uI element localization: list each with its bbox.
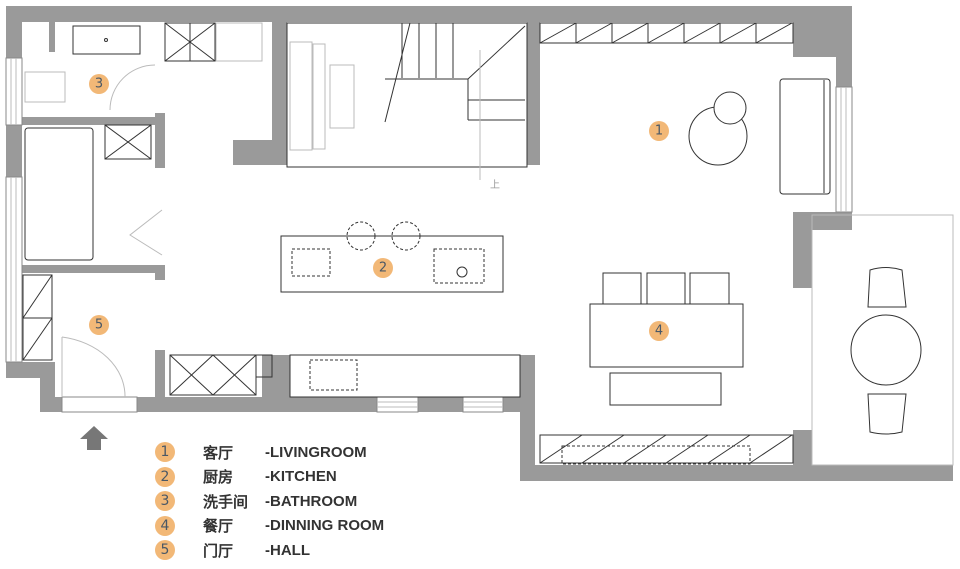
room-badge-4: 4: [649, 321, 669, 341]
kitchen-island: [280, 221, 504, 293]
bathroom-fixtures: [24, 22, 263, 261]
walls: [6, 6, 953, 481]
legend-name-en: -KITCHEN: [265, 468, 337, 486]
legend-name-cn: 客厅: [203, 443, 234, 462]
legend-item: 3 洗手间 -BATHROOM: [155, 489, 384, 514]
hall-fixtures: [22, 274, 521, 398]
legend-item: 4 餐厅 -DINNING ROOM: [155, 514, 384, 539]
legend-item: 1 客厅 -LIVINGROOM: [155, 440, 384, 465]
legend-item: 5 门厅 -HALL: [155, 538, 384, 563]
legend-name-en: -DINNING ROOM: [265, 517, 385, 535]
svg-text:2: 2: [379, 261, 387, 276]
legend-item: 2 厨房 -KITCHEN: [155, 465, 384, 490]
legend-badge: 1: [155, 442, 175, 463]
legend-name-en: -HALL: [265, 541, 310, 559]
room-badge-1: 1: [649, 121, 669, 141]
stair-up-label: 上: [490, 180, 500, 191]
svg-text:3: 3: [95, 77, 103, 92]
windows: [5, 57, 853, 413]
legend-name-en: -LIVINGROOM: [265, 443, 367, 461]
balcony-furniture: [811, 214, 954, 466]
svg-text:5: 5: [95, 318, 103, 333]
legend-name-cn: 餐厅: [203, 517, 234, 536]
legend-name-cn: 厨房: [203, 468, 234, 487]
legend-badge: 3: [155, 491, 175, 512]
room-badge-2: 2: [373, 258, 393, 278]
legend: 1 客厅 -LIVINGROOM 2 厨房 -KITCHEN 3 洗手间 -BA…: [155, 440, 384, 563]
svg-text:4: 4: [655, 324, 663, 339]
legend-name-en: -BATHROOM: [265, 492, 358, 510]
legend-badge: 2: [155, 466, 175, 487]
living-room-furniture: [539, 22, 831, 195]
legend-badge: 4: [155, 515, 175, 536]
room-badge-5: 5: [89, 315, 109, 335]
shelf-diagonals: [539, 22, 793, 44]
legend-name-cn: 洗手间: [203, 492, 249, 511]
legend-name-cn: 门厅: [203, 541, 234, 560]
svg-text:1: 1: [655, 124, 663, 139]
arrow-up-icon: [80, 426, 108, 450]
dining-furniture: [539, 272, 794, 465]
room-badge-3: 3: [89, 74, 109, 94]
staircase: [286, 22, 528, 180]
legend-badge: 5: [155, 540, 175, 561]
